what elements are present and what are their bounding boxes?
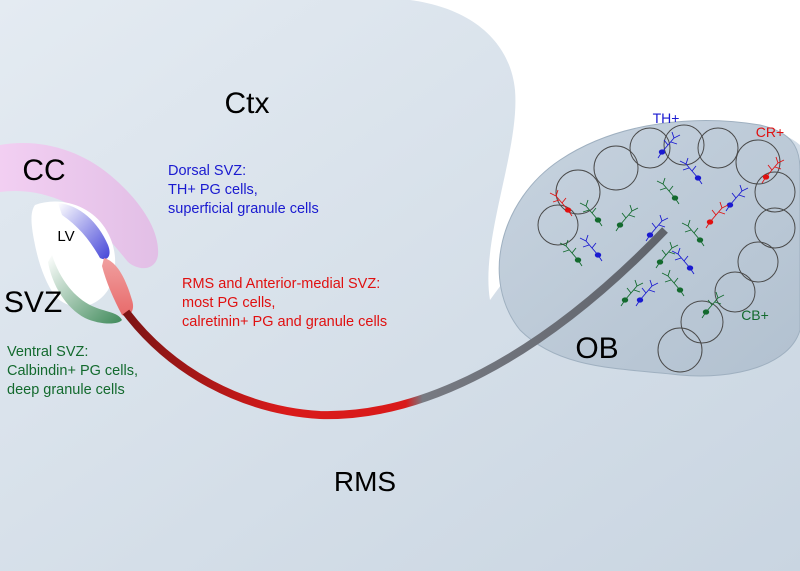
glomerulus xyxy=(754,171,796,213)
dorsal-svz xyxy=(58,203,110,260)
neuron-icon xyxy=(645,214,669,242)
neuron-icon xyxy=(635,279,659,307)
neuron-icon xyxy=(761,156,785,184)
neuron-icon xyxy=(657,131,681,159)
marker-cb: CB+ xyxy=(741,307,769,323)
glomerulus xyxy=(537,204,579,246)
glomerulus xyxy=(555,169,601,215)
neuron-icon xyxy=(615,204,639,232)
glomerulus xyxy=(754,207,796,249)
neuron-icon xyxy=(620,279,644,307)
marker-th: TH+ xyxy=(653,110,680,126)
neuron-icon xyxy=(661,269,685,297)
label-svz: SVZ xyxy=(4,286,62,319)
glomeruli xyxy=(537,124,796,373)
neuron-icon xyxy=(559,239,583,267)
neuron-icon xyxy=(549,189,573,217)
neuron-icon xyxy=(579,199,603,227)
label-cc: CC xyxy=(22,154,65,187)
glomerulus xyxy=(737,241,779,283)
glomerulus xyxy=(663,124,705,166)
neuron-icon xyxy=(681,219,705,247)
neuron-icon xyxy=(655,241,679,269)
glomerulus xyxy=(593,145,639,191)
glomerulus xyxy=(629,127,671,169)
marker-cr: CR+ xyxy=(756,124,784,140)
glomerulus xyxy=(714,271,756,313)
annotation-ventral-svz: Ventral SVZ: Calbindin+ PG cells, deep g… xyxy=(7,344,138,398)
glomerulus xyxy=(697,127,739,169)
label-lv: LV xyxy=(57,228,74,245)
neuron-icon xyxy=(701,291,725,319)
neuron-icon xyxy=(725,184,749,212)
label-ob: OB xyxy=(575,332,618,365)
glomerulus xyxy=(680,300,724,344)
neuron-icon xyxy=(671,247,695,275)
anterior-medial-svz xyxy=(102,258,134,316)
annotation-dorsal-svz: Dorsal SVZ: TH+ PG cells, superficial gr… xyxy=(168,163,319,217)
corpus-callosum xyxy=(0,143,159,269)
label-rms: RMS xyxy=(334,466,396,497)
neuron-icon xyxy=(705,201,729,229)
neuron-icon xyxy=(656,177,680,205)
glomerulus xyxy=(657,327,703,373)
neuron-icon xyxy=(679,157,703,185)
neuron-icon xyxy=(579,234,603,262)
rms-stream xyxy=(122,227,668,420)
annotation-rms-anterior-medial: RMS and Anterior-medial SVZ: most PG cel… xyxy=(182,276,388,330)
ventral-svz xyxy=(48,255,122,324)
label-ctx: Ctx xyxy=(225,87,270,120)
